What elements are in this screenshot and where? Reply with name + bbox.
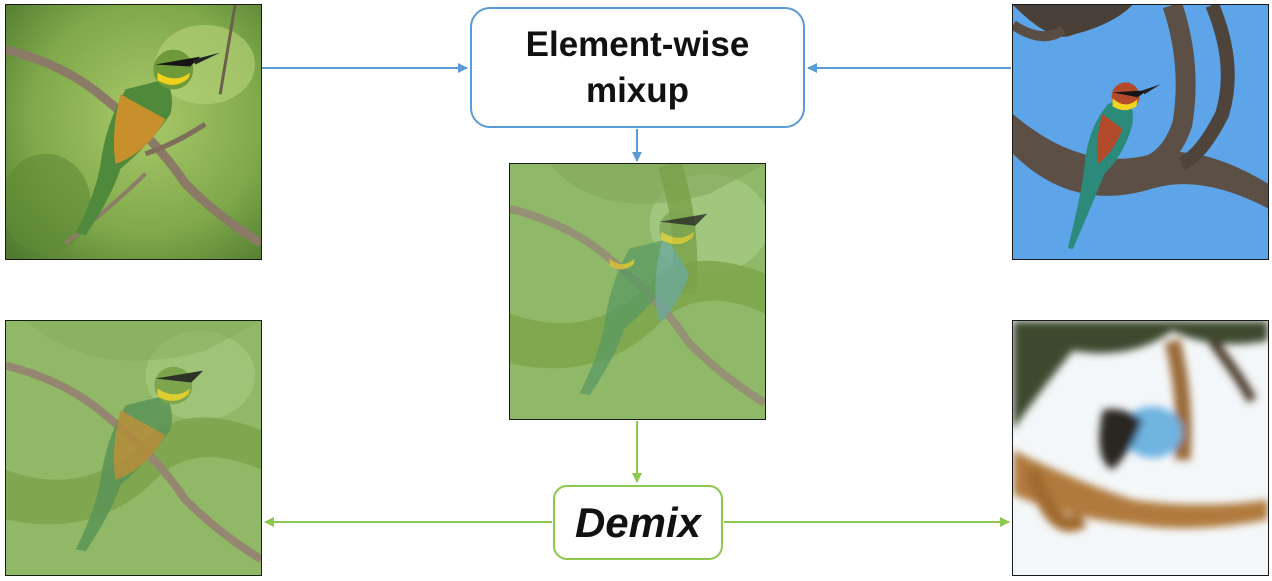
source-image-a [5, 4, 262, 260]
element-wise-mixup-box: Element-wise mixup [470, 7, 805, 128]
demixed-image-b [1012, 320, 1269, 576]
mixed-image [509, 163, 766, 420]
demix-label: Demix [574, 498, 702, 546]
demixed-image-a [5, 320, 262, 576]
mixup-label: Element-wise mixup [525, 24, 750, 110]
source-image-b [1012, 4, 1269, 260]
demix-box: Demix [553, 485, 723, 560]
